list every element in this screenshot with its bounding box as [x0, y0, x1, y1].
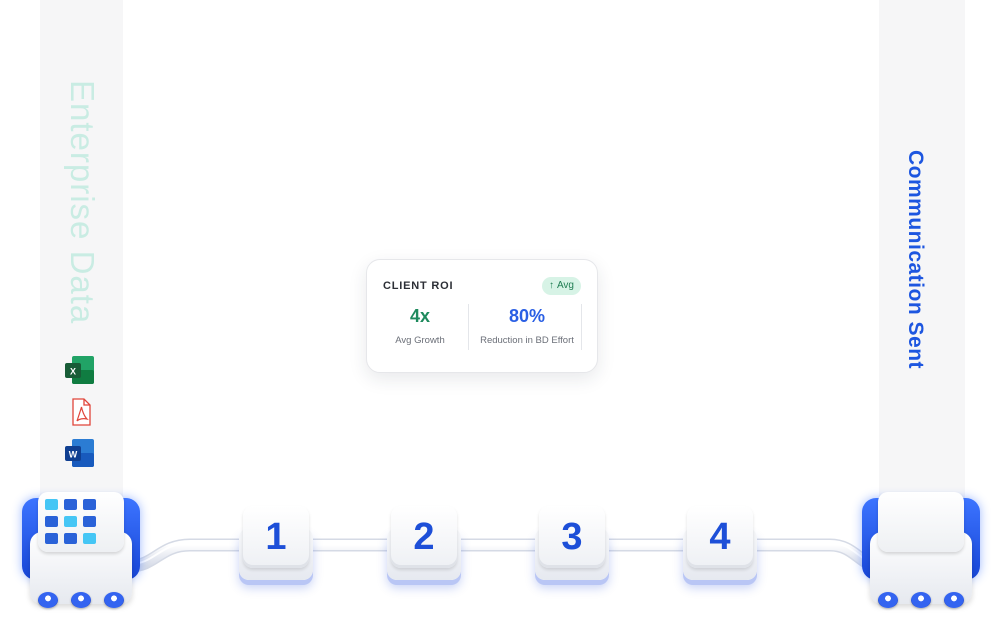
- step-number: 3: [539, 506, 605, 568]
- arrow-up-icon: ↑: [548, 280, 554, 291]
- roi-divider: [581, 304, 582, 350]
- roi-stat-bd-effort: 80% Reduction in BD Effort: [471, 306, 583, 346]
- app-grid-icon: [40, 497, 100, 545]
- step-number: 2: [391, 506, 457, 568]
- hub-port: [878, 592, 898, 608]
- avg-badge-label: Avg: [556, 280, 574, 291]
- destination-hub: [862, 492, 980, 612]
- word-icon: W: [64, 438, 96, 468]
- excel-icon: X: [64, 355, 96, 385]
- hub-port: [38, 592, 58, 608]
- roi-stat-value: 80%: [508, 306, 546, 326]
- step-number: 1: [243, 506, 309, 568]
- hub-port: [104, 592, 124, 608]
- hub-port: [944, 592, 964, 608]
- enterprise-data-label: Enterprise Data: [64, 80, 101, 325]
- pdf-icon: [64, 397, 96, 427]
- roi-stat-value: 4x: [409, 306, 431, 326]
- source-hub: [22, 492, 140, 612]
- step-3[interactable]: 3: [535, 506, 609, 582]
- roi-card-title: CLIENT ROI: [383, 280, 454, 292]
- roi-stat-caption: Reduction in BD Effort: [480, 335, 574, 346]
- roi-stat-growth: 4x Avg Growth: [377, 306, 463, 346]
- step-2[interactable]: 2: [387, 506, 461, 582]
- client-roi-card: CLIENT ROI ↑ Avg 4x Avg Growth 80% Reduc…: [366, 259, 598, 373]
- hub-port: [911, 592, 931, 608]
- step-4[interactable]: 4: [683, 506, 757, 582]
- step-number: 4: [687, 506, 753, 568]
- communication-sent-panel: [879, 0, 965, 506]
- svg-text:W: W: [69, 450, 78, 460]
- avg-badge: ↑ Avg: [541, 277, 581, 295]
- communication-sent-label: Communication Sent: [904, 150, 927, 370]
- svg-text:X: X: [70, 367, 76, 377]
- roi-stat-caption: Avg Growth: [395, 335, 445, 346]
- step-1[interactable]: 1: [239, 506, 313, 582]
- roi-divider: [468, 304, 469, 350]
- hub-port: [71, 592, 91, 608]
